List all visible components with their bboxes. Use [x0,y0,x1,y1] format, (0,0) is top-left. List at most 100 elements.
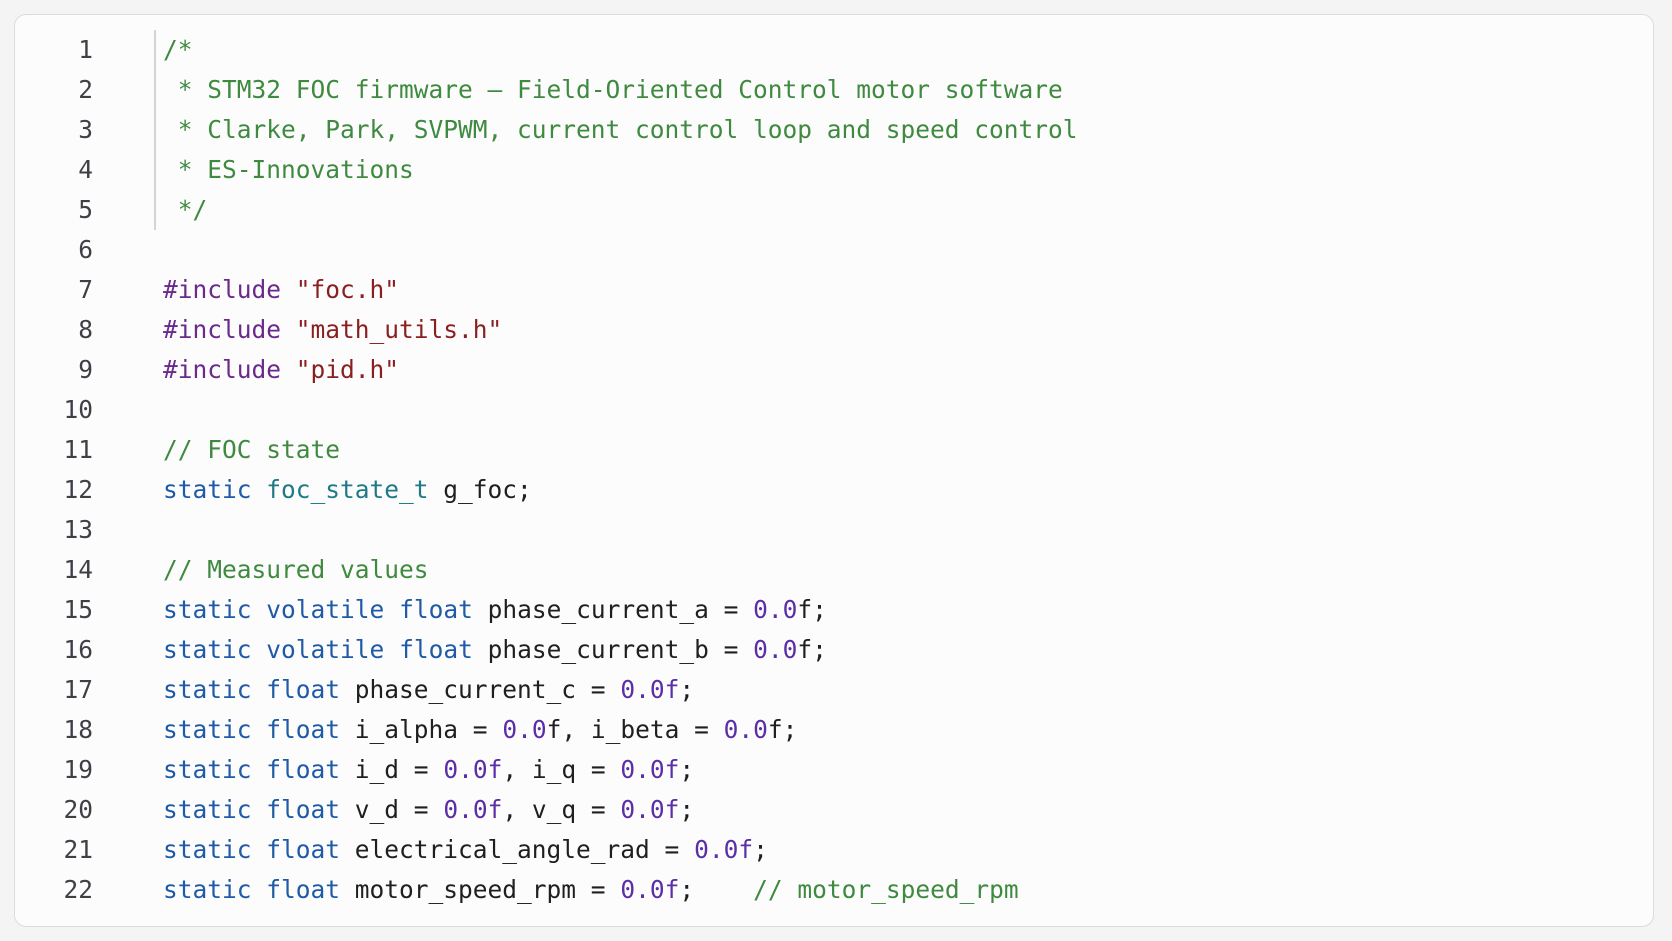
token-plain: phase_current_b = [472,635,754,664]
line-number: 20 [63,795,93,824]
code-line[interactable]: 7#include "foc.h" [15,270,1653,310]
token-kw: float [399,635,473,664]
code-line[interactable]: 9#include "pid.h" [15,350,1653,390]
code-line[interactable]: 14 // Measured values [15,550,1653,590]
token-kw: static [163,795,252,824]
token-pp: #include [163,275,282,304]
token-plain [252,755,267,784]
token-kw: volatile [266,635,385,664]
code-line[interactable]: 3 * Clarke, Park, SVPWM, current control… [15,110,1653,150]
line-number: 22 [63,875,93,904]
token-plain: v_d = [340,795,444,824]
line-number: 2 [78,75,93,104]
token-num: 0.0f [620,875,680,904]
code-text[interactable]: #include "foc.h" [163,270,399,310]
code-text[interactable]: * ES-Innovations [163,150,414,190]
token-comment: /* [163,35,193,64]
token-plain: i_alpha = [340,715,503,744]
token-plain [252,595,267,624]
token-kw: static [163,755,252,784]
code-line[interactable]: 20 static float v_d = 0.0f, v_q = 0.0f; [15,790,1653,830]
token-plain [281,355,296,384]
token-num: 0.0 [753,635,798,664]
line-number: 4 [78,155,93,184]
token-plain: ; [679,875,754,904]
line-number: 12 [63,475,93,504]
code-line[interactable]: 5 */ [15,190,1653,230]
token-num: 0.0f [694,835,754,864]
code-line[interactable]: 11// FOC state [15,430,1653,470]
token-plain [252,835,267,864]
code-editor-panel: 1/*2 * STM32 FOC firmware – Field-Orient… [14,14,1654,927]
token-kw: static [163,475,252,504]
token-kw: float [266,875,341,904]
code-text[interactable]: static volatile float phase_current_b = … [163,630,827,670]
token-plain [281,315,296,344]
line-number: 5 [78,195,93,224]
token-plain: motor_speed_rpm = [340,875,621,904]
token-comment: // motor_speed_rpm [753,875,1019,904]
token-num: 0.0f [443,755,503,784]
token-plain: f; [797,635,827,664]
token-kw: float [399,595,473,624]
token-comment: */ [163,195,208,224]
code-line[interactable]: 8 #include "math_utils.h" [15,310,1653,350]
token-plain: i_d = [340,755,444,784]
code-line[interactable]: 12 static foc_state_t g_foc; [15,470,1653,510]
token-plain: phase_current_c = [340,675,621,704]
token-plain [252,875,267,904]
token-plain [281,275,296,304]
code-text[interactable]: /* [163,30,193,70]
line-number: 19 [63,755,93,784]
token-plain: phase_current_a = [472,595,754,624]
code-text[interactable]: static float motor_speed_rpm = 0.0f; // … [163,870,1019,910]
token-pp: #include [163,355,282,384]
token-num: 0.0f [620,795,680,824]
line-number: 6 [78,235,93,264]
code-text[interactable]: static float i_alpha = 0.0f, i_beta = 0.… [163,710,797,750]
token-comment: * ES-Innovations [163,155,414,184]
token-num: 0.0f [443,795,503,824]
code-line[interactable]: 19 static float i_d = 0.0f, i_q = 0.0f; [15,750,1653,790]
code-text[interactable]: #include "math_utils.h" [163,310,502,350]
code-text[interactable]: static float i_d = 0.0f, i_q = 0.0f; [163,750,694,790]
code-text[interactable]: // FOC state [163,430,340,470]
code-text[interactable]: static float electrical_angle_rad = 0.0f… [163,830,768,870]
code-line[interactable]: 10 [15,390,1653,430]
code-text[interactable]: static float phase_current_c = 0.0f; [163,670,694,710]
token-plain: g_foc; [428,475,532,504]
code-text[interactable]: */ [163,190,208,230]
token-plain: f, i_beta = [546,715,724,744]
code-text[interactable]: static float v_d = 0.0f, v_q = 0.0f; [163,790,694,830]
code-line[interactable]: 6 [15,230,1653,270]
code-line[interactable]: 13 [15,510,1653,550]
code-text[interactable]: static volatile float phase_current_a = … [163,590,827,630]
token-kw: static [163,715,252,744]
code-line[interactable]: 1/* [15,30,1653,70]
token-comment: * STM32 FOC firmware – Field-Oriented Co… [163,75,1063,104]
code-line[interactable]: 22 static float motor_speed_rpm = 0.0f; /… [15,870,1653,910]
token-comment: // FOC state [163,435,341,464]
token-plain: f; [797,595,827,624]
line-number: 8 [78,315,93,344]
code-text[interactable]: * STM32 FOC firmware – Field-Oriented Co… [163,70,1063,110]
code-text[interactable]: * Clarke, Park, SVPWM, current control l… [163,110,1078,150]
token-num: 0.0 [753,595,798,624]
token-num: 0.0 [502,715,547,744]
code-area[interactable]: 1/*2 * STM32 FOC firmware – Field-Orient… [15,30,1653,910]
code-line[interactable]: 4 * ES-Innovations [15,150,1653,190]
code-text[interactable]: #include "pid.h" [163,350,399,390]
token-str: "foc.h" [295,275,400,304]
code-text[interactable]: static foc_state_t g_foc; [163,470,532,510]
token-kw: float [266,715,341,744]
line-number: 13 [63,515,93,544]
code-text[interactable]: // Measured values [163,550,429,590]
line-number: 14 [63,555,93,584]
token-plain [252,675,267,704]
code-line[interactable]: 2 * STM32 FOC firmware – Field-Oriented … [15,70,1653,110]
